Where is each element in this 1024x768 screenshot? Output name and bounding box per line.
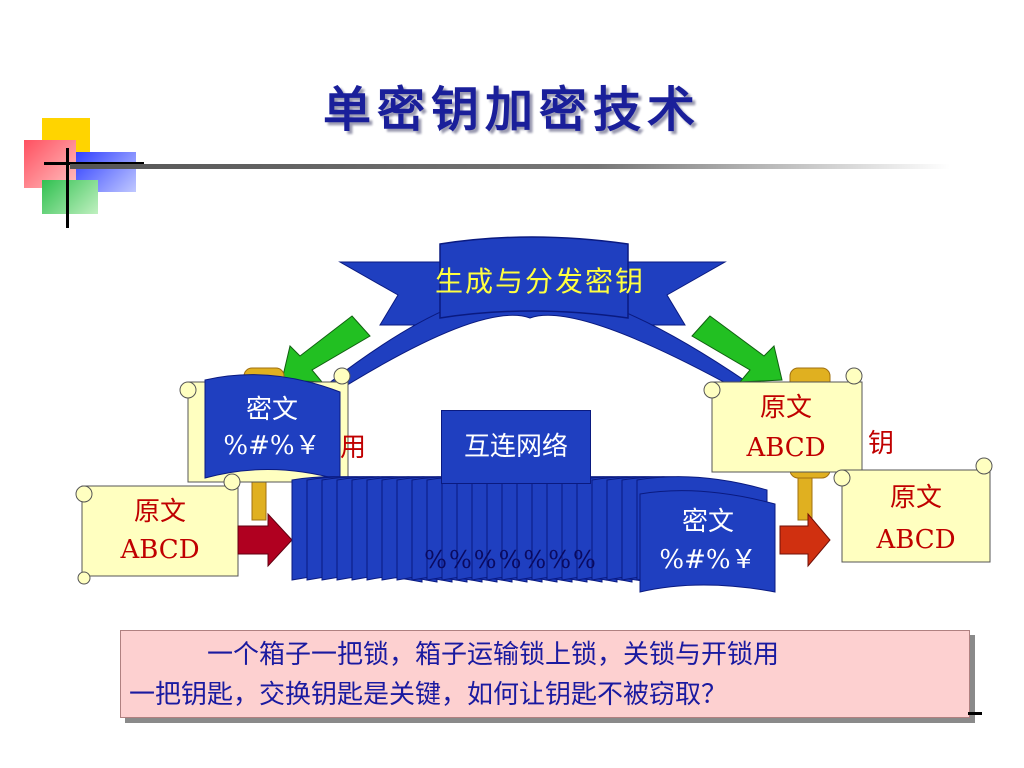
cipher-flag-stack [291,476,776,593]
network-box: 互连网络 [441,410,591,484]
scroll-left-plain [75,473,241,585]
logo-vline [66,148,69,228]
red-arrow-left [237,512,293,568]
title-divider [70,164,950,169]
flying-cipher-fragment: %%%%%%% [424,546,598,574]
cipher-flag-front [639,490,776,593]
logo-hline [44,162,144,165]
note-line-1: 一个箱子一把锁，箱子运输锁上锁，关锁与开锁用 [207,640,780,670]
left-plain-label: 原文 [133,497,186,527]
right-top-plain-value: ABCD [746,433,826,463]
ribbon-banner [309,236,772,403]
flying-cipher-label: 密文 [681,507,734,537]
right-top-plain-label: 原文 [759,393,812,423]
scroll-right-plain [833,457,993,563]
flying-cipher-value: %#%￥ [659,545,757,575]
page-title: 单密钥加密技术 [322,82,701,138]
left-plain-value: ABCD [120,535,200,565]
green-arrow-right [691,315,783,383]
right-key-char: 钥 [867,429,894,459]
logo-green-square [42,180,98,214]
banner-right-tail [624,261,727,326]
left-cipher-label: 密文 [245,395,298,425]
logo-decoration [24,118,144,228]
banner-left-tail [338,261,441,326]
flag-left-cipher [204,374,341,481]
note-box: 一个箱子一把锁，箱子运输锁上锁，关锁与开锁用 一把钥匙，交换钥匙是关键，如何让钥… [120,630,970,718]
right-plain-value: ABCD [876,525,956,555]
banner-center [439,236,629,319]
note-line-2: 一把钥匙，交换钥匙是关键，如何让钥匙不被窃取？ [129,680,728,710]
left-key-char: 用 [339,433,366,463]
left-cipher-value: %#%￥ [223,431,321,461]
right-plain-label: 原文 [889,483,942,513]
scroll-right-top [703,367,863,473]
note-corner-tick [968,712,982,715]
red-arrow-right [779,512,831,568]
banner-label: 生成与分发密钥 [434,265,645,298]
